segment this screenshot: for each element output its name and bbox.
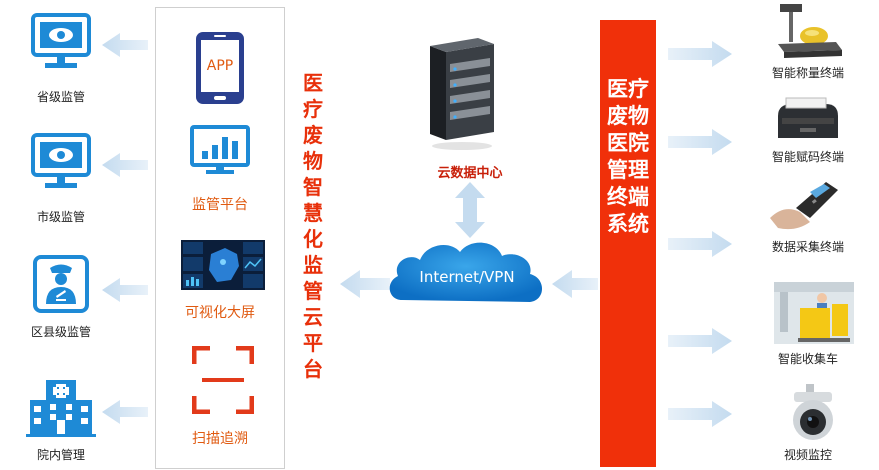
- supervision-level-city: [30, 132, 92, 194]
- label-dashboard: 可视化大屏: [185, 305, 255, 321]
- terminal-scale: [772, 2, 844, 62]
- label-province: 省级监管: [36, 90, 85, 104]
- label-terminal-handheld: 数据采集终端: [771, 240, 844, 254]
- supervision-level-county: [32, 254, 90, 316]
- bar-chart-monitor-icon: [190, 125, 250, 174]
- label-county: 区县级监管: [30, 325, 91, 339]
- arrow-right-4: [668, 328, 732, 354]
- scan-frame-icon: [191, 345, 255, 415]
- arrow-left-1: [102, 33, 148, 57]
- terminal-camera: [786, 382, 842, 442]
- arrow-right-3: [668, 231, 732, 257]
- platform-item-dashboard: [181, 240, 265, 290]
- officer-badge-icon: [33, 255, 89, 313]
- cloud-icon: [389, 242, 542, 302]
- cloud-platform-title: 医疗废物智慧化监管云平台: [303, 71, 323, 381]
- phone-icon: [196, 32, 244, 104]
- dashboard-screen-icon: [181, 240, 265, 290]
- platform-panel: APP 监管平台 可视化大屏: [155, 7, 285, 469]
- collection-cart-icon: [774, 282, 854, 344]
- label-city: 市级监管: [36, 210, 85, 224]
- platform-item-monitoring: [190, 125, 250, 175]
- terminal-system-bar: 医疗废物医院管理终端系统: [600, 20, 656, 467]
- arrow-left-3: [102, 278, 148, 302]
- label-terminal-camera: 视频监控: [783, 448, 832, 462]
- monitor-eye-icon: [31, 13, 91, 68]
- label-monitoring-platform: 监管平台: [192, 197, 248, 213]
- server-icon: [430, 38, 494, 150]
- arrow-right-1: [668, 41, 732, 67]
- arrow-right-5: [668, 401, 732, 427]
- monitor-eye-icon: [31, 133, 91, 188]
- arrow-right-2: [668, 129, 732, 155]
- label-printer-icon: [778, 97, 838, 138]
- arrow-left-2: [102, 153, 148, 177]
- label-terminal-printer: 智能赋码终端: [771, 150, 844, 164]
- network-label: Internet/VPN: [419, 268, 515, 286]
- terminal-cart: [774, 282, 854, 344]
- arrow-datacenter-cloud: [455, 182, 485, 238]
- terminal-label-printer: [772, 96, 844, 146]
- platform-item-scan: [191, 345, 255, 415]
- arrow-cloud-to-platform: [340, 270, 390, 298]
- label-terminal-cart: 智能收集车: [777, 352, 838, 366]
- handheld-scanner-icon: [770, 182, 838, 230]
- arrow-left-4: [102, 400, 148, 424]
- hospital-icon: [26, 380, 96, 437]
- platform-item-app: APP: [194, 30, 246, 106]
- dome-camera-icon: [793, 384, 833, 440]
- label-scan-trace: 扫描追溯: [192, 431, 248, 447]
- label-app: APP: [206, 58, 234, 74]
- label-hospital: 院内管理: [36, 448, 85, 462]
- scale-icon: [778, 4, 842, 58]
- data-center-label: 云数据中心: [437, 166, 503, 181]
- supervision-level-hospital: [26, 372, 96, 440]
- label-terminal-scale: 智能称量终端: [771, 66, 844, 80]
- supervision-level-province: [30, 12, 92, 102]
- terminal-system-title: 医疗废物医院管理终端系统: [607, 77, 649, 236]
- terminal-handheld: [766, 178, 846, 234]
- arrow-terminal-to-cloud: [552, 270, 598, 298]
